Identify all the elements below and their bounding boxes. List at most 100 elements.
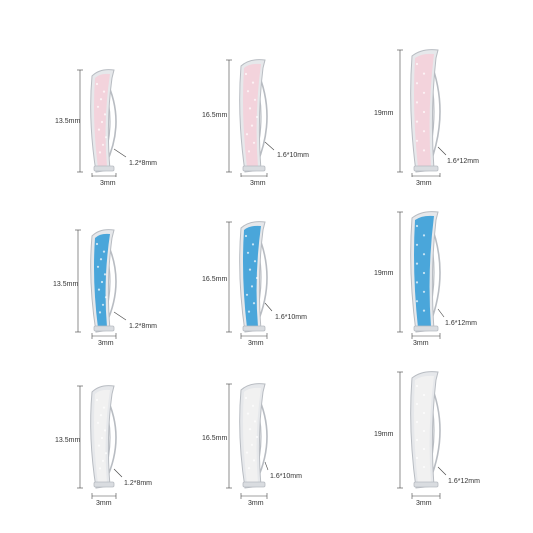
width-label: 3mm <box>413 340 429 347</box>
opal-fleck <box>251 81 255 84</box>
opal-fleck <box>252 459 256 462</box>
belly-ring-pink-large <box>397 49 447 177</box>
gauge-label: 1.6*10mm <box>275 314 307 321</box>
opal-fleck <box>415 281 419 284</box>
opal-fleck <box>252 141 256 144</box>
opal-fleck <box>104 296 108 299</box>
opal-fleck <box>415 224 419 228</box>
gauge-label: 1.6*12mm <box>445 320 477 327</box>
opal-inlay <box>243 387 261 484</box>
gauge-label: 1.6*12mm <box>448 478 480 485</box>
product-white-19: 19mm 1.6*12mm 3mm <box>356 356 533 533</box>
product-white-16-5: 16.5mm 1.6*10mm 3mm <box>178 356 355 533</box>
opal-fleck <box>101 303 105 306</box>
ring-group <box>226 383 269 499</box>
opal-fleck <box>244 72 248 76</box>
opal-fleck <box>422 465 426 469</box>
product-blue-16-5: 16.5mm 1.6*10mm 3mm <box>178 178 355 355</box>
opal-fleck <box>422 253 426 256</box>
opal-fleck <box>422 429 426 433</box>
opal-fleck <box>255 276 259 280</box>
opal-fleck <box>100 436 104 440</box>
opal-fleck <box>415 262 419 265</box>
product-pink-13-5: 13.5mm 1.2*8mm 3mm <box>0 0 177 187</box>
opal-fleck <box>422 411 426 415</box>
belly-ring-white-medium <box>226 383 269 499</box>
opal-fleck <box>102 90 106 93</box>
width-label: 3mm <box>416 180 432 187</box>
opal-fleck <box>98 311 102 314</box>
height-label: 16.5mm <box>202 112 228 119</box>
opal-fleck <box>247 310 251 313</box>
opal-fleck <box>415 62 419 66</box>
opal-fleck <box>250 285 254 288</box>
clasp <box>93 481 115 488</box>
product-blue-19: 19mm 1.6*12mm 3mm <box>356 178 533 355</box>
opal-fleck <box>99 98 103 101</box>
width-label: 3mm <box>100 180 116 187</box>
opal-fleck <box>100 280 104 284</box>
opal-fleck <box>252 302 256 305</box>
width-label: 3mm <box>248 500 264 507</box>
opal-fleck <box>101 459 105 462</box>
opal-fleck <box>248 107 252 110</box>
opal-fleck <box>246 251 250 254</box>
opal-fleck <box>245 451 249 454</box>
opal-fleck <box>415 120 419 123</box>
opal-fleck <box>100 120 104 124</box>
opal-fleck <box>244 234 248 238</box>
product-pink-19: 19mm 1.6*12mm 3mm <box>356 0 533 187</box>
opal-fleck <box>97 128 101 131</box>
height-label: 19mm <box>374 110 394 117</box>
opal-fleck <box>103 113 107 116</box>
opal-fleck <box>415 402 419 406</box>
ring-group <box>397 371 447 499</box>
opal-fleck <box>415 101 419 104</box>
opal-fleck <box>422 234 426 237</box>
opal-fleck <box>98 151 102 154</box>
width-label: 3mm <box>96 500 112 507</box>
opal-fleck <box>245 133 249 136</box>
opal-fleck <box>415 384 419 388</box>
ring-group <box>77 385 123 499</box>
opal-fleck <box>246 412 250 415</box>
gauge-leader-line <box>113 311 127 321</box>
height-label: 13.5mm <box>55 118 81 125</box>
opal-inlay <box>243 225 261 328</box>
opal-fleck <box>247 467 251 470</box>
opal-fleck <box>103 429 107 432</box>
clasp <box>93 325 115 332</box>
width-label: 3mm <box>98 340 114 347</box>
gauge-label: 1.6*10mm <box>277 152 309 159</box>
opal-fleck <box>102 250 106 253</box>
gauge-leader-line <box>113 468 123 478</box>
opal-fleck <box>422 72 426 75</box>
clasp <box>242 481 266 488</box>
opal-fleck <box>250 443 254 446</box>
opal-fleck <box>422 110 426 114</box>
width-label: 3mm <box>416 500 432 507</box>
opal-fleck <box>95 242 99 246</box>
opal-fleck <box>246 90 250 93</box>
opal-fleck <box>415 438 419 442</box>
opal-fleck <box>422 290 426 293</box>
opal-fleck <box>415 82 419 85</box>
opal-fleck <box>97 288 101 291</box>
opal-fleck <box>103 273 107 276</box>
width-label: 3mm <box>248 340 264 347</box>
opal-fleck <box>415 456 419 460</box>
opal-fleck <box>422 447 426 451</box>
opal-fleck <box>97 444 101 447</box>
opal-fleck <box>415 243 419 246</box>
ring-group <box>77 69 127 177</box>
opal-fleck <box>95 398 99 402</box>
belly-ring-blue-medium <box>226 221 273 339</box>
ring-group <box>226 221 273 339</box>
product-pink-16-5: 16.5mm 1.6*10mm 3mm <box>178 0 355 187</box>
gauge-leader-line <box>264 461 269 471</box>
gauge-leader-line <box>437 308 445 318</box>
opal-fleck <box>422 91 426 94</box>
gauge-label: 1.2*8mm <box>124 480 153 487</box>
opal-fleck <box>247 150 251 153</box>
gauge-label: 1.2*8mm <box>129 160 158 167</box>
